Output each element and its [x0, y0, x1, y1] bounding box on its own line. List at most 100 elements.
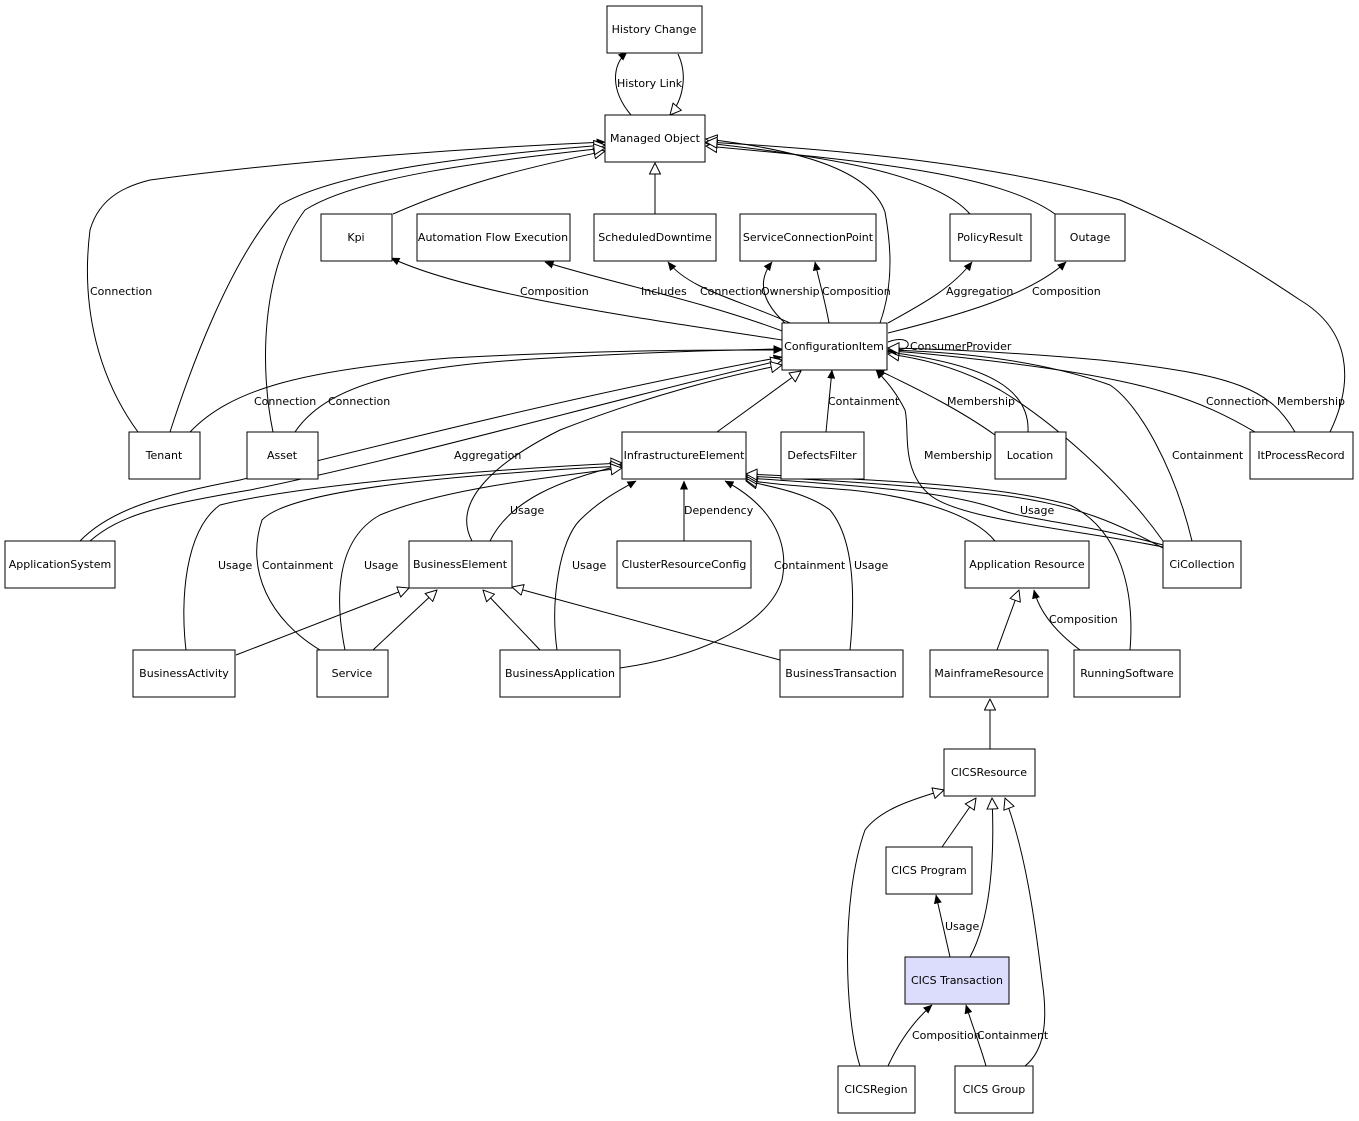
node-label: CiCollection: [1169, 558, 1234, 571]
node-label: CICS Group: [963, 1083, 1026, 1096]
node-business-transaction[interactable]: BusinessTransaction: [779, 649, 904, 698]
node-label: Asset: [267, 449, 298, 462]
edge-ci-scp-ownership: [762, 261, 786, 324]
node-label: PolicyResult: [957, 231, 1023, 244]
label-cicoll-ie-usage: Usage: [1020, 504, 1055, 517]
edge-cicollection-ci-containment: [888, 354, 1164, 542]
node-infrastructure-element[interactable]: InfrastructureElement: [621, 431, 747, 480]
node-asset[interactable]: Asset: [246, 431, 319, 480]
node-cics-resource[interactable]: CICSResource: [943, 748, 1036, 797]
node-service[interactable]: Service: [316, 649, 389, 698]
edge-cicollection-ie-usage: [746, 478, 1164, 546]
label-bt-ie-usage: Usage: [854, 559, 889, 572]
node-business-activity[interactable]: BusinessActivity: [132, 649, 236, 698]
node-mainframe-resource[interactable]: MainframeResource: [929, 649, 1049, 698]
node-ci-collection[interactable]: CiCollection: [1162, 540, 1242, 589]
node-label: DefectsFilter: [787, 449, 857, 462]
label-defects-containment: Containment: [828, 395, 900, 408]
node-kpi[interactable]: Kpi: [320, 213, 393, 262]
node-running-software[interactable]: RunningSoftware: [1073, 649, 1181, 698]
edge-service-ie-containment: [256, 466, 622, 651]
node-label: ConfigurationItem: [784, 340, 884, 353]
node-label: InfrastructureElement: [624, 449, 745, 462]
node-application-system[interactable]: ApplicationSystem: [4, 540, 116, 589]
label-ci-outage-composition: Composition: [1032, 285, 1101, 298]
node-cics-program[interactable]: CICS Program: [885, 846, 973, 895]
node-label: ClusterResourceConfig: [622, 558, 747, 571]
edge-cicollection-ci: [888, 350, 1193, 542]
edge-businesstransaction-businesselement: [512, 587, 781, 661]
edge-history-link: [615, 51, 684, 115]
label-cicoll-membership: Membership: [924, 449, 992, 462]
node-cics-transaction[interactable]: CICS Transaction: [904, 956, 1010, 1005]
node-defects-filter[interactable]: DefectsFilter: [780, 431, 865, 480]
edge-ci-managed-object: [706, 139, 891, 324]
node-label: Location: [1007, 449, 1054, 462]
edge-ci-automation-flow-includes: [544, 260, 786, 333]
node-cics-group[interactable]: CICS Group: [954, 1065, 1034, 1114]
edge-businessapplication-ie-usage: [554, 480, 637, 651]
edge-cicstransaction-cicsresource: [969, 798, 993, 958]
edge-mainframeresource-applicationresource: [996, 590, 1019, 651]
edge-ci-outage-composition: [887, 261, 1067, 334]
node-outage[interactable]: Outage: [1054, 213, 1126, 262]
edge-location-ci: [888, 352, 1029, 433]
edge-applicationresource-ie: [746, 480, 996, 542]
node-history-change[interactable]: History Change: [606, 5, 703, 54]
label-ci-scp-ownership: Ownership: [761, 285, 820, 298]
edge-businessactivity-businesselement: [235, 588, 409, 656]
label-ci-pr-aggregation: Aggregation: [946, 285, 1013, 298]
node-it-process-record[interactable]: ItProcessRecord: [1249, 431, 1354, 480]
label-ci-scp-composition: Composition: [822, 285, 891, 298]
label-tenant-ci-connection: Connection: [254, 395, 316, 408]
node-label: Service: [332, 667, 373, 680]
node-label: ApplicationSystem: [9, 558, 111, 571]
node-cics-region[interactable]: CICSRegion: [837, 1065, 916, 1114]
label-ci-sd-connection: Connection: [700, 285, 762, 298]
edge-applicationsystem-ci: [89, 360, 782, 542]
node-scheduled-downtime[interactable]: ScheduledDowntime: [593, 213, 717, 262]
node-cluster-resource-config[interactable]: ClusterResourceConfig: [616, 540, 752, 589]
label-ci-consumer-provider: ConsumerProvider: [910, 340, 1012, 353]
label-ci-kpi-composition: Composition: [520, 285, 589, 298]
label-itpr-ci-connection: Connection: [1206, 395, 1268, 408]
label-service-ie-usage: Usage: [364, 559, 399, 572]
node-label: BusinessElement: [413, 558, 508, 571]
node-service-connection-point[interactable]: ServiceConnectionPoint: [739, 213, 877, 262]
edge-businessapplication-ie-containment: [619, 480, 785, 669]
label-cg-ct-containment: Containment: [977, 1029, 1049, 1042]
node-label: Tenant: [145, 449, 183, 462]
node-label: Application Resource: [969, 558, 1085, 571]
edge-cicsgroup-cicstransaction-containment: [964, 1004, 987, 1067]
edge-cicsprogram-cicsresource: [941, 798, 976, 848]
node-label: BusinessActivity: [139, 667, 229, 680]
edge-applicationsystem-ci-aggregation: [79, 354, 783, 542]
edge-service-ie-usage: [339, 468, 622, 651]
node-label: CICSResource: [951, 766, 1027, 779]
node-application-resource[interactable]: Application Resource: [964, 540, 1090, 589]
node-configuration-item[interactable]: ConfigurationItem: [781, 322, 888, 371]
label-location-membership: Membership: [947, 395, 1015, 408]
node-label: CICS Program: [891, 864, 967, 877]
node-label: BusinessTransaction: [785, 667, 896, 680]
node-policy-result[interactable]: PolicyResult: [949, 213, 1032, 262]
node-location[interactable]: Location: [994, 431, 1067, 480]
node-tenant[interactable]: Tenant: [128, 431, 201, 480]
edge-asset-managed-object: [265, 148, 605, 433]
edge-ci-scp-composition: [812, 261, 830, 324]
label-ci-afe-includes: Includes: [641, 285, 687, 298]
edge-tenant-ci-connection: [189, 346, 783, 433]
node-business-application[interactable]: BusinessApplication: [499, 649, 621, 698]
node-managed-object[interactable]: Managed Object: [604, 114, 706, 163]
edge-location-ci-membership: [875, 368, 996, 436]
node-business-element[interactable]: BusinessElement: [408, 540, 513, 589]
node-label: RunningSoftware: [1080, 667, 1174, 680]
edge-cicsgroup-cicsresource: [1005, 798, 1046, 1067]
node-label: Outage: [1070, 231, 1111, 244]
node-label: ServiceConnectionPoint: [743, 231, 874, 244]
edge-service-businesselement: [372, 590, 437, 651]
edge-policyresult-managed-object: [706, 143, 971, 215]
label-bapp-ie-usage: Usage: [572, 559, 607, 572]
node-automation-flow-execution[interactable]: Automation Flow Execution: [416, 213, 571, 262]
